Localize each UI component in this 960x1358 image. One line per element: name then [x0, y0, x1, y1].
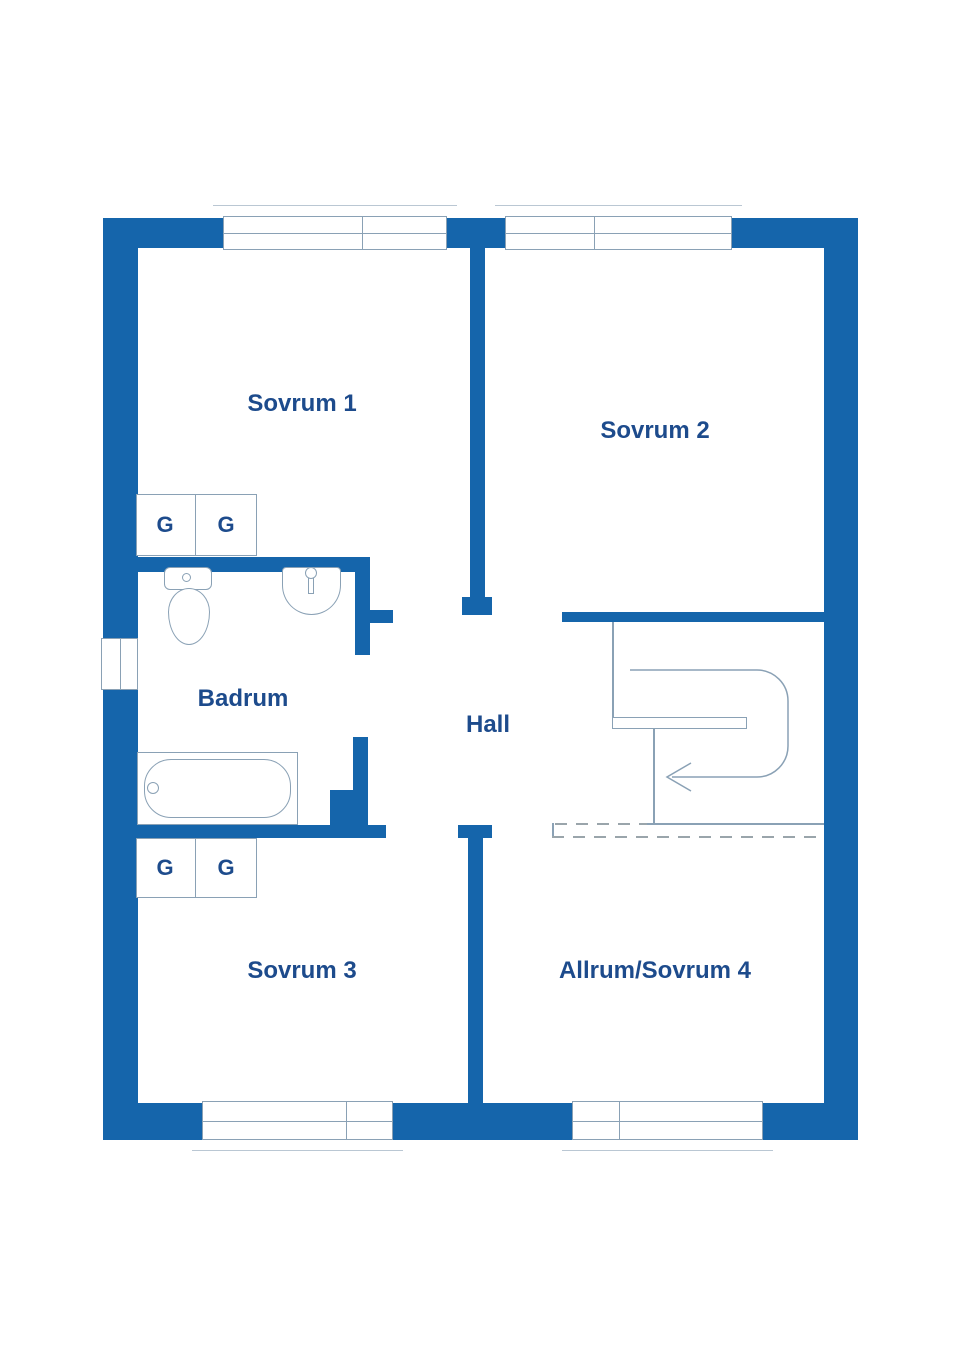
- window-pane-line: [573, 1120, 762, 1122]
- wall-sovrum1-sovrum2-jamb: [462, 597, 492, 615]
- wall-badrum-right: [355, 557, 370, 655]
- wall-sovrum1-sovrum2: [470, 248, 485, 597]
- toilet-bowl-icon: [168, 588, 210, 645]
- window-pane-line: [203, 1120, 392, 1122]
- window-sovrum3: [202, 1101, 393, 1140]
- room-label-sovrum1: Sovrum 1: [247, 390, 357, 417]
- outer-wall-right: [824, 218, 858, 1140]
- window-sill-line: [562, 1150, 773, 1151]
- wardrobe-label-g4: G: [217, 855, 235, 880]
- wall-hall-door-jamb-west: [370, 610, 393, 623]
- closet-sovrum1: [136, 494, 257, 556]
- wardrobe-label-g3: G: [156, 855, 174, 880]
- window-sovrum2: [505, 216, 732, 250]
- wall-badrum-step: [330, 790, 368, 825]
- window-sill-line: [213, 205, 457, 206]
- window-mullion: [619, 1102, 620, 1139]
- window-pane-line: [119, 639, 121, 689]
- stair-direction-arrow-icon: [630, 669, 789, 792]
- wardrobe-label-g2: G: [217, 512, 235, 537]
- window-mullion: [362, 217, 363, 249]
- window-pane-line: [224, 233, 446, 234]
- wardrobe-label-g1: G: [156, 512, 174, 537]
- window-pane-line: [506, 233, 731, 234]
- wall-badrum-bottom: [138, 825, 386, 838]
- opening-edge-line: [552, 823, 554, 838]
- wall-sovrum2-hall: [562, 612, 824, 622]
- stair-stringer-line: [653, 729, 655, 824]
- wall-sovrum3-allrum-jamb: [458, 825, 492, 838]
- closet-sovrum3: [136, 838, 257, 898]
- opening-dashed-line-top: [555, 823, 647, 825]
- window-sill-line: [495, 205, 742, 206]
- stair-landing: [612, 717, 747, 729]
- wall-badrum-right-lower: [353, 737, 368, 790]
- room-label-sovrum3: Sovrum 3: [247, 957, 357, 984]
- bathtub-basin-icon: [144, 759, 291, 818]
- closet-divider: [195, 495, 196, 555]
- window-allrum: [572, 1101, 763, 1140]
- window-badrum: [101, 638, 138, 690]
- bathtub-drain-icon: [147, 782, 159, 794]
- room-label-sovrum2: Sovrum 2: [600, 417, 710, 444]
- toilet-button-icon: [182, 573, 191, 582]
- wall-sovrum3-allrum: [468, 838, 483, 1103]
- window-sill-line: [192, 1150, 403, 1151]
- window-mullion: [594, 217, 595, 249]
- window-sovrum1: [223, 216, 447, 250]
- outer-wall-top: [103, 218, 858, 248]
- room-label-hall: Hall: [465, 711, 511, 738]
- window-mullion: [346, 1102, 347, 1139]
- room-label-badrum: Badrum: [197, 685, 289, 712]
- sink-faucet-icon: [305, 567, 317, 579]
- opening-dashed-line-bottom: [552, 836, 824, 838]
- stairs-icon: [612, 622, 614, 718]
- opening-solid-line-top: [647, 823, 824, 825]
- closet-divider: [195, 839, 196, 897]
- room-label-allrum-sovrum4: Allrum/Sovrum 4: [558, 957, 752, 984]
